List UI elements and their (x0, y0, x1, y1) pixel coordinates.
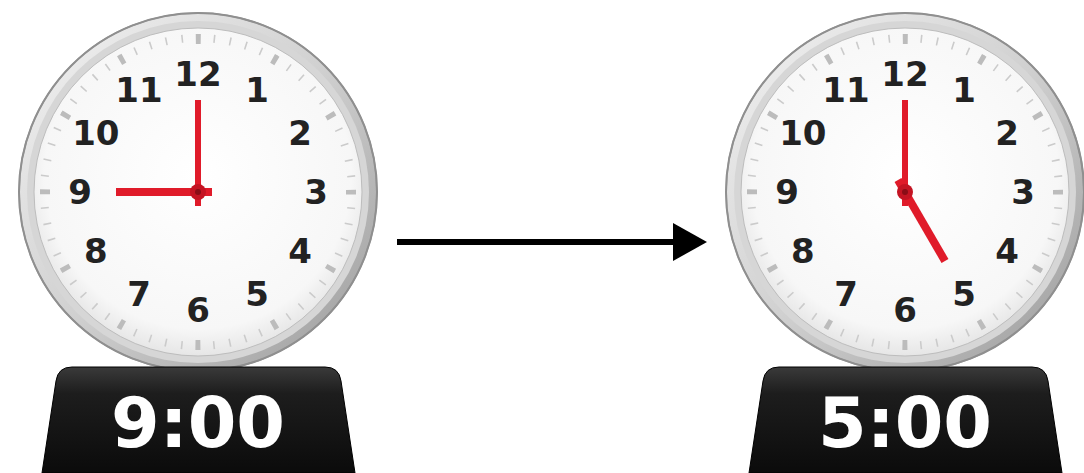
hour-numeral: 5 (952, 277, 976, 311)
clock-dial (34, 28, 362, 356)
display-plate-shape (42, 367, 355, 473)
hour-hand (898, 180, 945, 261)
time-display: 9:00 (42, 367, 355, 473)
hour-numeral: 9 (775, 175, 799, 209)
hour-numeral: 4 (288, 234, 312, 268)
clock-rim (27, 21, 369, 363)
hour-numeral: 12 (881, 57, 928, 91)
hour-numeral: 12 (174, 57, 221, 91)
clock-face: 12 12 3 45 6 78 9 10 11 (18, 12, 378, 372)
analog-clock (19, 13, 377, 371)
hour-numeral: 9 (68, 175, 92, 209)
clock-bezel (726, 13, 1084, 371)
hour-numeral: 7 (834, 277, 858, 311)
hand-pivot (897, 184, 913, 200)
digital-time: 9:00 (111, 388, 285, 458)
hour-numeral: 6 (186, 293, 210, 327)
hour-numeral: 2 (288, 116, 312, 150)
hour-numeral: 5 (245, 277, 269, 311)
hour-numeral: 10 (779, 116, 826, 150)
analog-clock (726, 13, 1084, 371)
hour-numeral: 3 (304, 175, 328, 209)
hour-numeral: 1 (952, 73, 976, 107)
hour-numeral: 11 (115, 73, 162, 107)
minute-hand (902, 100, 908, 206)
clock-rim (734, 21, 1076, 363)
hour-numeral: 8 (791, 234, 815, 268)
hand-pivot-center (195, 189, 201, 195)
hand-pivot (190, 184, 206, 200)
clock-bezel (19, 13, 377, 371)
hour-numeral: 4 (995, 234, 1019, 268)
minute-ticks (44, 38, 352, 346)
clock-dial (741, 28, 1069, 356)
hour-numeral: 6 (893, 293, 917, 327)
hour-numeral: 1 (245, 73, 269, 107)
hour-numeral: 10 (72, 116, 119, 150)
hour-ticks (752, 39, 1058, 345)
hour-numeral: 3 (1011, 175, 1035, 209)
hand-pivot-center (902, 189, 908, 195)
hour-numeral: 11 (822, 73, 869, 107)
clock-outline-ring (726, 13, 1084, 371)
minute-hand (195, 100, 201, 206)
minute-ticks (751, 38, 1059, 346)
clock-outline-ring (19, 13, 377, 371)
hour-hand (116, 188, 212, 196)
hour-numeral: 8 (84, 234, 108, 268)
hour-numeral: 7 (127, 277, 151, 311)
digital-time: 5:00 (818, 388, 992, 458)
time-display: 5:00 (749, 367, 1062, 473)
hour-ticks (45, 39, 351, 345)
clock-face: 12 12 3 45 6 78 9 10 11 (725, 12, 1084, 372)
display-plate-shape (749, 367, 1062, 473)
flow-arrow (397, 239, 677, 245)
hour-numeral: 2 (995, 116, 1019, 150)
